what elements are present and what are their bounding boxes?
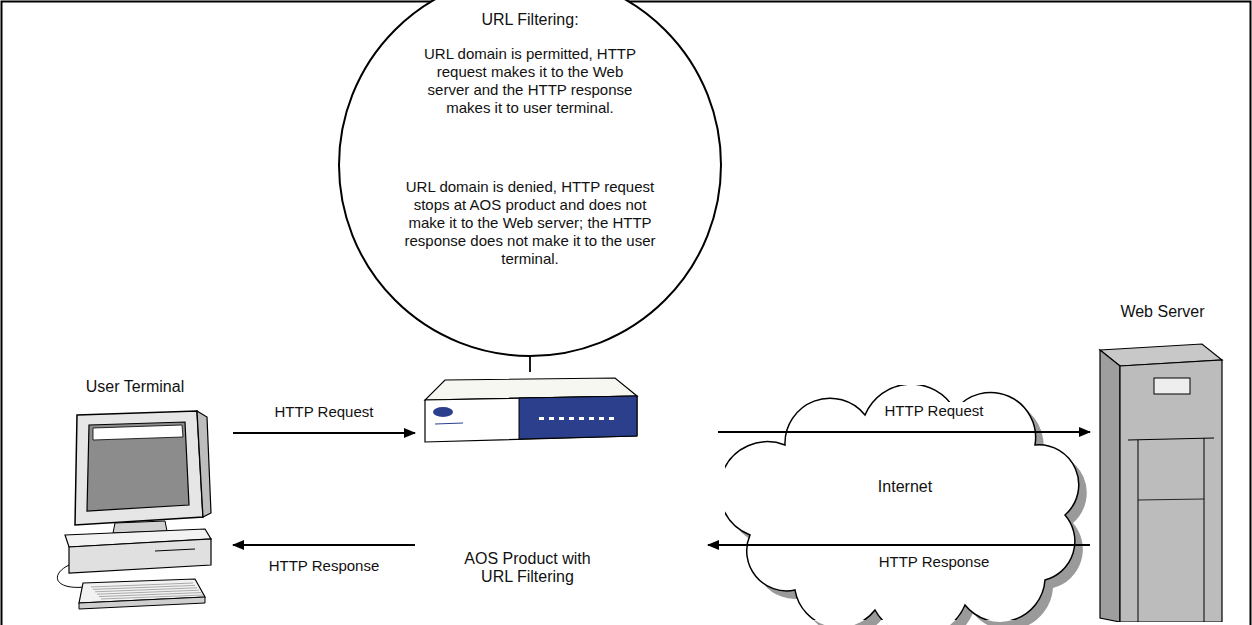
node-heading: Web Server — [1090, 303, 1235, 321]
computer-illustration — [57, 411, 211, 609]
aos-router: AOS Product with URL Filtering — [415, 372, 640, 595]
web-server-shape — [1090, 300, 1235, 622]
cloud-fill — [719, 384, 1079, 625]
edge-label: HTTP Response — [266, 557, 383, 575]
filter-callout-circle: URL Filtering: URL domain is permitted, H… — [338, 0, 722, 357]
user-terminal-shape — [55, 375, 215, 615]
internet-cloud-shape — [725, 385, 1085, 620]
node-heading: User Terminal — [55, 378, 215, 396]
connector — [708, 544, 1090, 546]
connector — [718, 431, 1090, 433]
node-heading: AOS Product with URL Filtering — [453, 550, 603, 586]
node-text: URL domain is permitted, HTTP request ma… — [423, 45, 638, 117]
callout-circle — [339, 0, 721, 356]
user-terminal: User Terminal — [55, 375, 215, 615]
node-heading: Internet — [845, 478, 965, 496]
edge-label: HTTP Response — [876, 553, 993, 571]
internet-cloud: Internet — [725, 385, 1085, 620]
connector — [529, 357, 531, 372]
web-server: Web Server — [1090, 300, 1235, 622]
cloud-outline — [725, 385, 1079, 620]
edge-label: HTTP Request — [272, 403, 377, 421]
node-heading: URL Filtering: — [430, 11, 630, 29]
router-illustration — [425, 378, 637, 442]
connector — [233, 544, 415, 546]
server-illustration — [1100, 344, 1222, 622]
node-text: URL domain is denied, HTTP request stops… — [403, 178, 658, 268]
connector — [233, 432, 415, 434]
edge-label: HTTP Request — [882, 402, 987, 420]
